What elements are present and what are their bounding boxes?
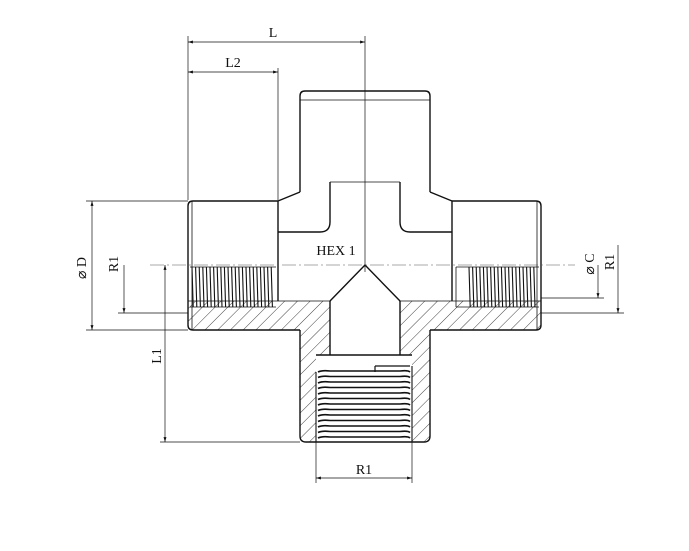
- dimension-R1-left: R1: [107, 256, 188, 314]
- label-R1-bottom: R1: [356, 463, 372, 478]
- label-diameter-D: ⌀ D: [75, 257, 90, 279]
- dimension-diameter-C: ⌀ C: [541, 253, 604, 299]
- label-hex: HEX 1: [316, 244, 355, 259]
- thread-left: [190, 266, 276, 308]
- dimension-diameter-D: ⌀ D: [75, 200, 188, 331]
- thread-right: [455, 266, 539, 308]
- label-L: L: [269, 26, 278, 41]
- dimension-L1: L1: [150, 265, 300, 443]
- label-R1-left: R1: [107, 256, 122, 272]
- dimension-R1-bottom: R1: [315, 442, 413, 483]
- dimension-R1-right: R1: [541, 245, 624, 314]
- dimension-L: L: [187, 26, 365, 200]
- fitting-outline: [187, 90, 542, 443]
- label-L2: L2: [225, 56, 241, 71]
- thread-bottom: [315, 365, 413, 442]
- label-R1-right: R1: [603, 254, 618, 270]
- label-diameter-C: ⌀ C: [583, 253, 598, 274]
- label-L1: L1: [150, 348, 165, 364]
- section-hatching: [188, 301, 541, 442]
- dimension-L2: L2: [188, 56, 279, 200]
